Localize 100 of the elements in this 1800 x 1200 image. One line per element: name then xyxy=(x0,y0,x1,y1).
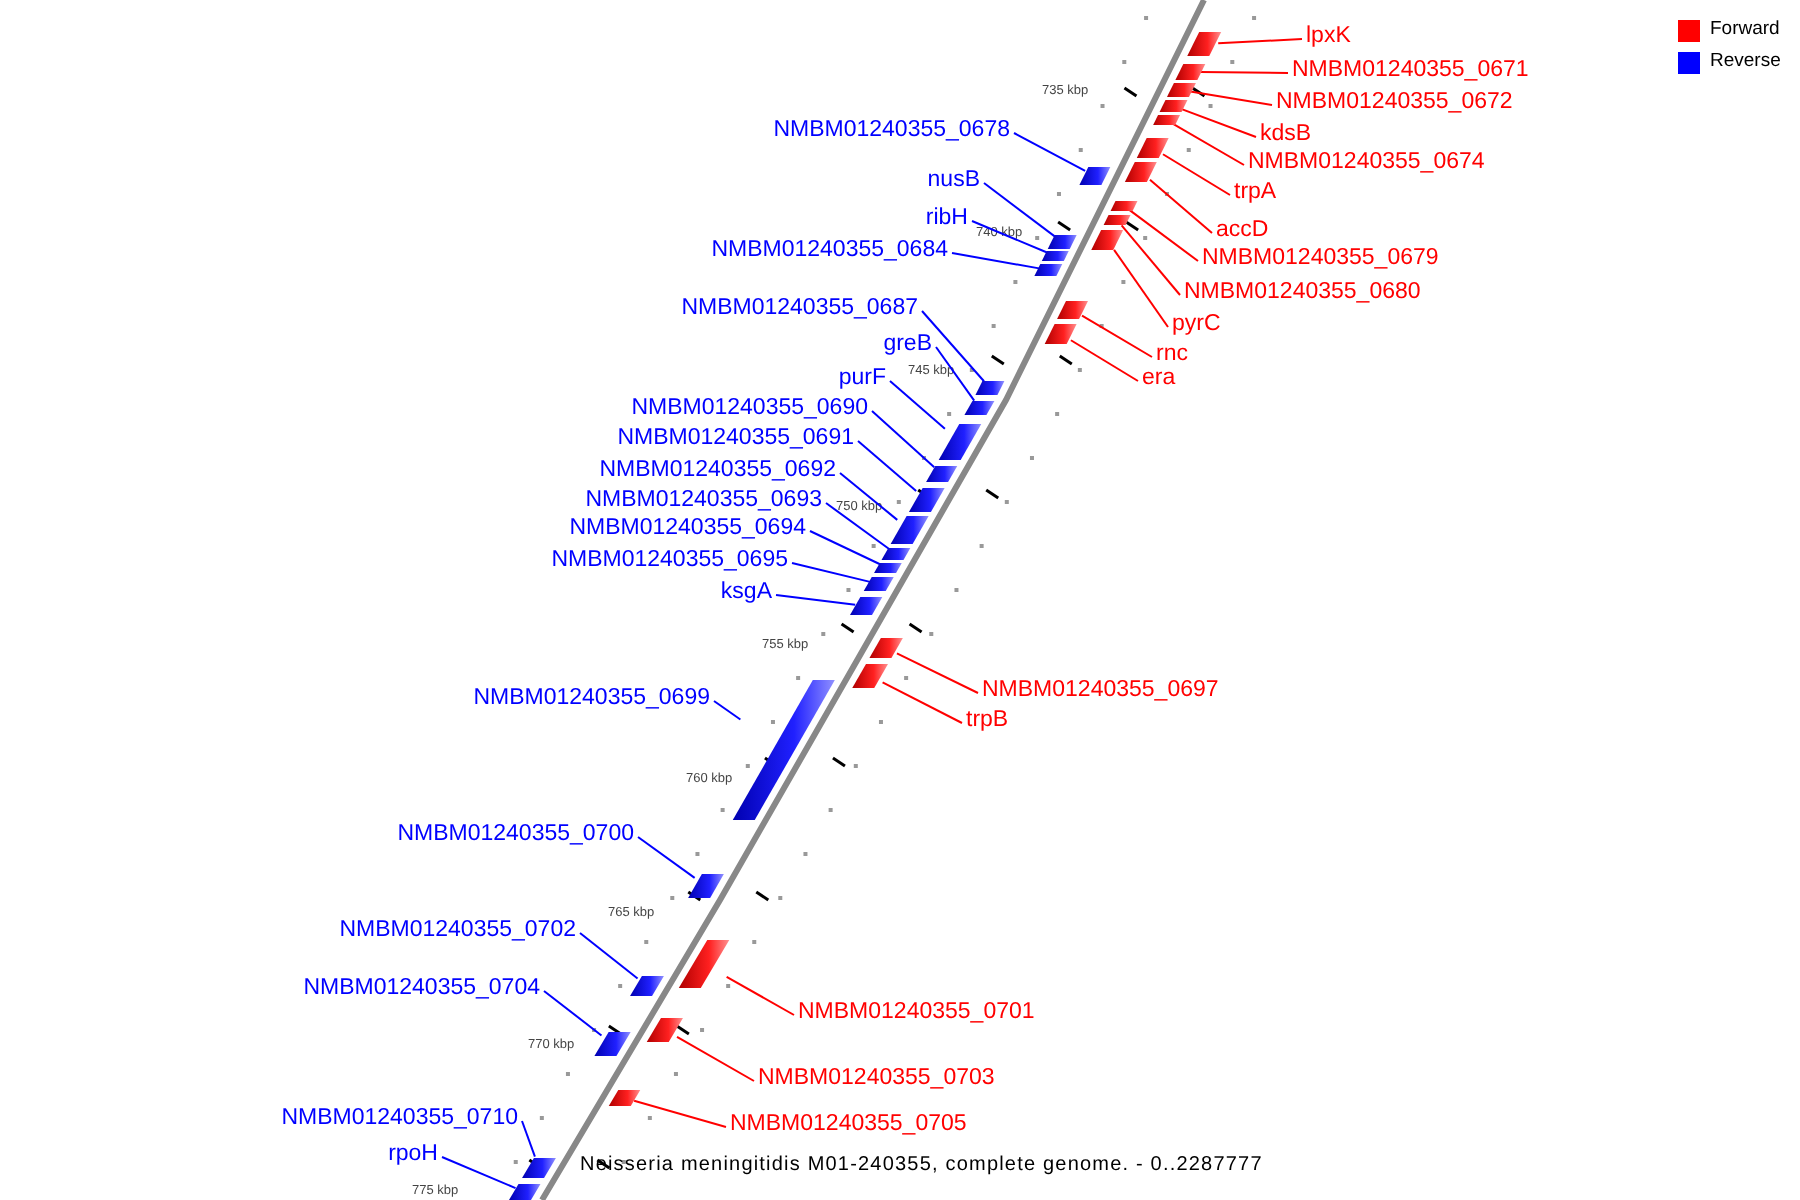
leader-line xyxy=(921,310,985,383)
gene-block xyxy=(1187,32,1222,56)
gene-block xyxy=(1167,83,1196,97)
leader-line xyxy=(676,1035,755,1082)
gene-label: trpA xyxy=(1234,180,1277,206)
leader-line xyxy=(1162,153,1231,196)
leader-line xyxy=(1199,71,1289,74)
gene-block xyxy=(1041,251,1069,261)
gene-block xyxy=(852,664,888,688)
leader-line xyxy=(637,836,696,879)
gene-label: trpB xyxy=(966,708,1009,734)
gene-block xyxy=(509,1184,541,1200)
gene-block xyxy=(630,976,664,996)
gene-block xyxy=(938,424,982,460)
gene-label: NMBM01240355_0710 xyxy=(281,1106,518,1132)
gene-block xyxy=(869,638,903,658)
gene-label: lpxK xyxy=(1306,24,1351,50)
gene-label: NMBM01240355_0690 xyxy=(631,396,868,422)
leader-line xyxy=(1120,224,1181,296)
gene-label: NMBM01240355_0672 xyxy=(1276,90,1513,116)
leader-line xyxy=(825,502,891,551)
leader-line xyxy=(1189,90,1273,106)
gene-block xyxy=(732,680,835,820)
leader-line xyxy=(889,380,946,430)
leader-line xyxy=(1069,339,1139,382)
caption: Neisseria meningitidis M01-240355, complete genome. - 0..2287777 xyxy=(580,1154,1263,1176)
gene-label: accD xyxy=(1216,218,1269,244)
gene-block xyxy=(908,488,945,512)
gene-label: NMBM01240355_0705 xyxy=(730,1112,967,1138)
leader-line xyxy=(971,220,1050,255)
gene-block xyxy=(881,548,911,560)
leader-line xyxy=(521,1120,536,1158)
leader-line xyxy=(1171,122,1245,166)
gene-label: rnc xyxy=(1156,342,1188,368)
gene-label: NMBM01240355_0680 xyxy=(1184,280,1421,306)
gene-label: NMBM01240355_0704 xyxy=(303,976,540,1002)
gene-label: NMBM01240355_0699 xyxy=(473,686,710,712)
gene-label: ribH xyxy=(925,206,968,232)
leader-line xyxy=(935,346,976,402)
leader-line xyxy=(951,252,1042,270)
gene-label: NMBM01240355_0694 xyxy=(569,516,806,542)
gene-block xyxy=(646,1018,683,1042)
gene-block xyxy=(926,466,958,482)
gene-block xyxy=(678,940,730,988)
leader-line xyxy=(441,1156,517,1190)
gene-label: NMBM01240355_0692 xyxy=(599,458,836,484)
gene-label: kdsB xyxy=(1260,122,1312,148)
gene-block xyxy=(594,1032,631,1056)
leader-line xyxy=(775,594,857,606)
leader-line xyxy=(1013,132,1087,172)
gene-label: rpoH xyxy=(388,1142,438,1168)
gene-block xyxy=(608,1090,641,1106)
legend-label: Forward xyxy=(1710,18,1780,42)
leader-line xyxy=(633,1099,727,1128)
leader-line xyxy=(791,562,871,583)
gene-block xyxy=(874,563,902,573)
gene-label: NMBM01240355_0702 xyxy=(339,918,576,944)
gene-label: NMBM01240355_0687 xyxy=(681,296,918,322)
gene-block xyxy=(522,1158,556,1178)
gene-block xyxy=(975,381,1005,395)
gene-label: NMBM01240355_0678 xyxy=(773,118,1010,144)
leader-line xyxy=(725,975,795,1016)
leader-line xyxy=(839,472,899,521)
leader-line xyxy=(579,932,639,980)
gene-label: NMBM01240355_0679 xyxy=(1202,246,1439,272)
leader-line xyxy=(895,652,979,694)
gene-label: pyrC xyxy=(1172,312,1221,338)
gene-label: era xyxy=(1142,366,1176,392)
gene-label: NMBM01240355_0697 xyxy=(982,678,1219,704)
gene-block xyxy=(850,597,883,615)
leader-line xyxy=(1081,314,1153,358)
gene-block xyxy=(1124,162,1157,182)
gene-block xyxy=(1047,235,1077,249)
gene-label: NMBM01240355_0693 xyxy=(585,488,822,514)
gene-label: NMBM01240355_0671 xyxy=(1292,58,1529,84)
gene-block xyxy=(1175,64,1206,80)
gene-block xyxy=(688,874,724,898)
gene-label: NMBM01240355_0700 xyxy=(397,822,634,848)
gene-label: nusB xyxy=(927,168,980,194)
gene-label: NMBM01240355_0695 xyxy=(551,548,788,574)
gene-block xyxy=(1136,138,1169,158)
leader-line xyxy=(809,530,883,566)
leader-line xyxy=(857,440,918,492)
gene-block xyxy=(1103,215,1131,225)
gene-block xyxy=(1159,100,1188,112)
leader-line xyxy=(543,990,603,1037)
gene-label: purF xyxy=(838,366,886,392)
leader-line xyxy=(1217,38,1303,45)
leader-line xyxy=(1113,248,1169,328)
gene-block xyxy=(1110,201,1138,211)
gene-label: NMBM01240355_0703 xyxy=(758,1066,995,1092)
gene-label: ksgA xyxy=(720,580,772,606)
gene-block xyxy=(964,401,995,415)
gene-block xyxy=(1079,167,1111,185)
gene-block xyxy=(1034,264,1063,276)
leader-line xyxy=(713,700,742,721)
leader-line xyxy=(881,681,963,724)
gene-label: NMBM01240355_0684 xyxy=(711,238,948,264)
leader-line xyxy=(871,410,936,469)
legend-label: Reverse xyxy=(1710,50,1781,74)
